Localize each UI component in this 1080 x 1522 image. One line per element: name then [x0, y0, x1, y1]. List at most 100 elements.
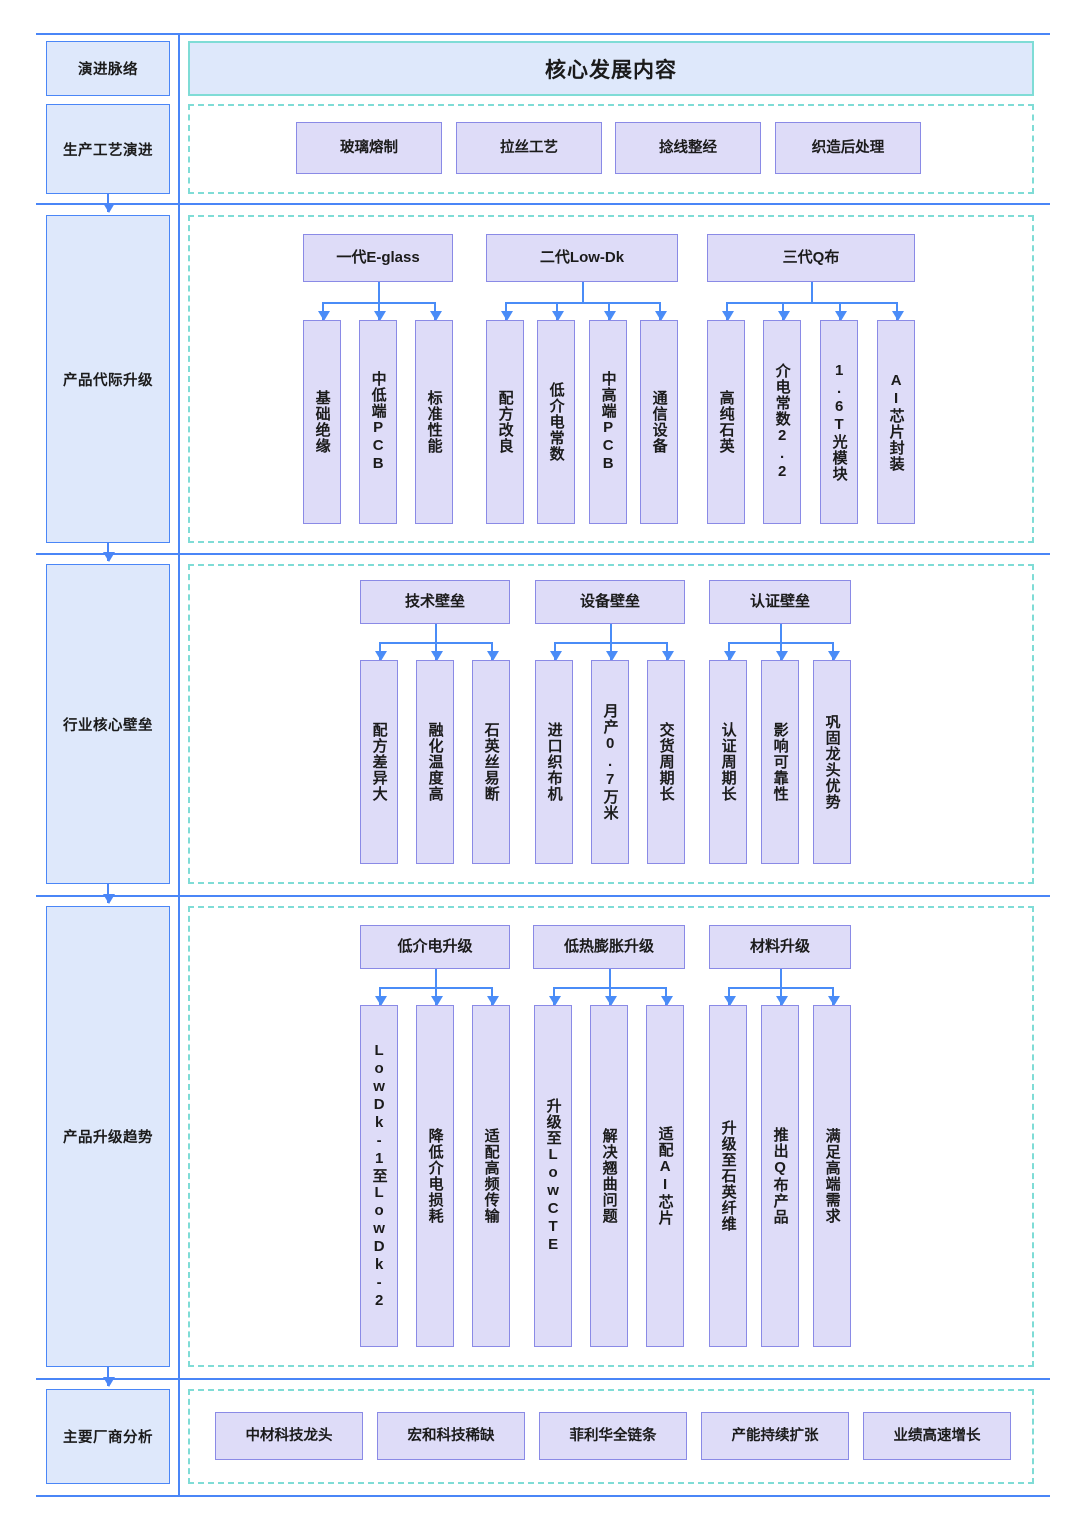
upgrade-connector-drop-2-0	[724, 987, 736, 1006]
generation-connector-bar-2	[726, 302, 896, 304]
generation-child-2-2[interactable]: 1.6T光模块	[820, 320, 858, 524]
upgrade-child-0-1[interactable]: 降低介电损耗	[416, 1005, 454, 1347]
upgrade-parent-0[interactable]: 低介电升级	[360, 925, 510, 969]
upgrade-child-2-2[interactable]: 满足高端需求	[813, 1005, 851, 1347]
barrier-child-1-0[interactable]: 进口织布机	[535, 660, 573, 864]
node-label: 织造后处理	[811, 139, 885, 156]
stage-item-5[interactable]: 主要厂商分析	[46, 1389, 170, 1484]
barrier-child-2-0[interactable]: 认证周期长	[709, 660, 747, 864]
generations-panel	[188, 215, 1034, 543]
generation-connector-stem-0	[378, 282, 380, 302]
frame-rule-bottom	[36, 1495, 1050, 1497]
process-box-1[interactable]: 拉丝工艺	[456, 122, 602, 174]
upgrade-child-0-2[interactable]: 适配高频传输	[472, 1005, 510, 1347]
node-label: 拉丝工艺	[500, 139, 558, 156]
upgrade-connector-stem-0	[435, 969, 437, 987]
node-label: 捻线整经	[659, 139, 717, 156]
process-box-0[interactable]: 玻璃熔制	[296, 122, 442, 174]
generation-child-0-0[interactable]: 基础绝缘	[303, 320, 341, 524]
node-label: 三代Q布	[782, 248, 840, 266]
stage-item-3[interactable]: 行业核心壁垒	[46, 564, 170, 884]
header-panel: 核心发展内容	[188, 41, 1034, 96]
barrier-parent-0[interactable]: 技术壁垒	[360, 580, 510, 624]
generation-child-0-1[interactable]: 中低端PCB	[359, 320, 397, 524]
generation-child-1-0[interactable]: 配方改良	[486, 320, 524, 524]
barrier-connector-stem-2	[780, 624, 782, 642]
generation-child-1-1[interactable]: 低介电常数	[537, 320, 575, 524]
process-box-2[interactable]: 捻线整经	[615, 122, 761, 174]
barrier-connector-drop-0-2	[487, 642, 499, 661]
generation-connector-stem-1	[582, 282, 584, 302]
stage-item-4[interactable]: 产品升级趋势	[46, 906, 170, 1367]
node-label: 基础绝缘	[313, 390, 331, 454]
upgrade-child-0-0[interactable]: LowDk-1至LowDk-2	[360, 1005, 398, 1347]
generation-child-2-3[interactable]: AI芯片封装	[877, 320, 915, 524]
barrier-parent-2[interactable]: 认证壁垒	[709, 580, 851, 624]
upgrade-child-2-1[interactable]: 推出Q布产品	[761, 1005, 799, 1347]
generation-connector-drop-1-1	[552, 302, 564, 321]
vendor-box-2[interactable]: 菲利华全链条	[539, 1412, 687, 1460]
upgrade-parent-2[interactable]: 材料升级	[709, 925, 851, 969]
node-label: 升级至石英纤维	[719, 1120, 737, 1232]
stage-item-1[interactable]: 生产工艺演进	[46, 104, 170, 194]
generation-child-2-1[interactable]: 介电常数2.2	[763, 320, 801, 524]
generation-parent-2[interactable]: 三代Q布	[707, 234, 915, 282]
barrier-connector-drop-0-0	[375, 642, 387, 661]
barrier-connector-drop-2-1	[776, 642, 788, 661]
node-label: 满足高端需求	[823, 1128, 841, 1224]
barrier-connector-drop-1-1	[606, 642, 618, 661]
upgrade-child-1-1[interactable]: 解决翘曲问题	[590, 1005, 628, 1347]
node-label: 解决翘曲问题	[600, 1128, 618, 1224]
generation-child-0-2[interactable]: 标准性能	[415, 320, 453, 524]
barrier-child-0-2[interactable]: 石英丝易断	[472, 660, 510, 864]
stage-label: 产品升级趋势	[63, 1130, 153, 1146]
generation-child-2-0[interactable]: 高纯石英	[707, 320, 745, 524]
frame-rule-3	[36, 895, 1050, 897]
stage-connector-arrow-4	[103, 1367, 115, 1387]
upgrade-child-1-2[interactable]: 适配AI芯片	[646, 1005, 684, 1347]
stage-label: 主要厂商分析	[63, 1430, 153, 1446]
barrier-child-0-1[interactable]: 融化温度高	[416, 660, 454, 864]
node-label: 认证壁垒	[749, 592, 810, 610]
upgrade-parent-1[interactable]: 低热膨胀升级	[533, 925, 685, 969]
stage-item-0[interactable]: 演进脉络	[46, 41, 170, 96]
barrier-child-0-0[interactable]: 配方差异大	[360, 660, 398, 864]
node-label: AI芯片封装	[887, 372, 905, 472]
node-label: 二代Low-Dk	[539, 248, 625, 266]
vendor-box-4[interactable]: 业绩高速增长	[863, 1412, 1011, 1460]
stage-connector-arrow-2	[103, 543, 115, 562]
generation-child-1-2[interactable]: 中高端PCB	[589, 320, 627, 524]
vendor-box-0[interactable]: 中材科技龙头	[215, 1412, 363, 1460]
stage-connector-arrow-1	[103, 194, 115, 213]
generation-connector-drop-2-2	[835, 302, 847, 321]
frame-rule-1	[36, 203, 1050, 205]
barrier-child-1-2[interactable]: 交货周期长	[647, 660, 685, 864]
barrier-parent-1[interactable]: 设备壁垒	[535, 580, 685, 624]
node-label: 通信设备	[650, 390, 668, 454]
vendor-box-1[interactable]: 宏和科技稀缺	[377, 1412, 525, 1460]
barrier-child-2-2[interactable]: 巩固龙头优势	[813, 660, 851, 864]
upgrade-child-1-0[interactable]: 升级至LowCTE	[534, 1005, 572, 1347]
upgrade-child-2-0[interactable]: 升级至石英纤维	[709, 1005, 747, 1347]
vendor-box-3[interactable]: 产能持续扩张	[701, 1412, 849, 1460]
node-label: 玻璃熔制	[340, 139, 398, 156]
barrier-child-1-1[interactable]: 月产0.7万米	[591, 660, 629, 864]
barrier-child-2-1[interactable]: 影响可靠性	[761, 660, 799, 864]
process-panel	[188, 104, 1034, 194]
generation-connector-drop-1-2	[604, 302, 616, 321]
node-label: 进口织布机	[545, 722, 563, 802]
barrier-connector-drop-1-2	[662, 642, 674, 661]
generation-parent-1[interactable]: 二代Low-Dk	[486, 234, 678, 282]
generation-child-1-3[interactable]: 通信设备	[640, 320, 678, 524]
node-label: 低介电常数	[547, 382, 565, 462]
process-box-3[interactable]: 织造后处理	[775, 122, 921, 174]
upgrade-connector-stem-1	[609, 969, 611, 987]
page-title: 核心发展内容	[545, 58, 677, 82]
node-label: 材料升级	[749, 937, 810, 955]
stage-item-2[interactable]: 产品代际升级	[46, 215, 170, 543]
generation-connector-drop-0-0	[318, 302, 330, 321]
stage-label: 演进脉络	[78, 62, 138, 78]
node-label: LowDk-1至LowDk-2	[370, 1042, 388, 1310]
generation-parent-0[interactable]: 一代E-glass	[303, 234, 453, 282]
